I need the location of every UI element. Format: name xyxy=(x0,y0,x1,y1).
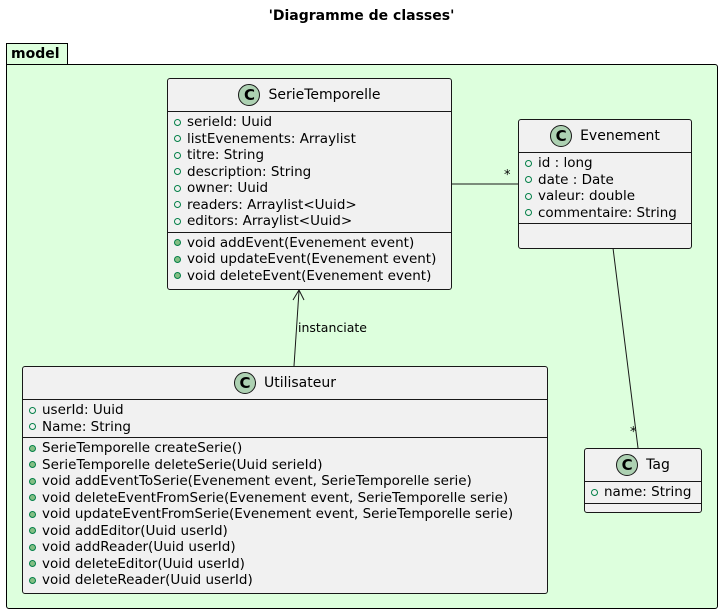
public-method-icon xyxy=(29,527,36,535)
method: void deleteEvent(Evenement event) xyxy=(174,268,451,285)
method: void addEditor(Uuid userId) xyxy=(29,523,547,540)
attributes-section: id : long date : Date valeur: double com… xyxy=(519,153,691,224)
public-attribute-icon xyxy=(174,135,181,143)
public-method-icon xyxy=(174,239,181,247)
public-method-icon xyxy=(29,560,36,568)
attribute: titre: String xyxy=(174,147,451,164)
methods-section: void addEvent(Evenement event) void upda… xyxy=(168,233,451,287)
attribute: listEvenements: Arraylist xyxy=(174,131,451,148)
class-serie-temporelle[interactable]: C SerieTemporelle serieId: Uuid listEven… xyxy=(167,78,452,290)
public-attribute-icon xyxy=(525,176,532,184)
public-method-icon xyxy=(174,255,181,263)
class-header: C Utilisateur xyxy=(23,367,547,400)
method: void deleteEditor(Uuid userId) xyxy=(29,556,547,573)
class-utilisateur[interactable]: C Utilisateur userId: Uuid Name: String … xyxy=(22,366,548,594)
class-header: C Evenement xyxy=(519,120,691,153)
public-attribute-icon xyxy=(29,423,36,431)
public-method-icon xyxy=(29,576,36,584)
class-header: C SerieTemporelle xyxy=(168,79,451,112)
class-name: Utilisateur xyxy=(263,375,336,391)
methods-section xyxy=(585,504,701,514)
method: void deleteReader(Uuid userId) xyxy=(29,572,547,589)
public-attribute-icon xyxy=(174,217,181,225)
method: void updateEventFromSerie(Evenement even… xyxy=(29,506,547,523)
method: SerieTemporelle deleteSerie(Uuid serieId… xyxy=(29,457,547,474)
class-evenement[interactable]: C Evenement id : long date : Date valeur… xyxy=(518,119,692,249)
public-attribute-icon xyxy=(174,118,181,126)
method: SerieTemporelle createSerie() xyxy=(29,440,547,457)
class-tag[interactable]: C Tag name: String xyxy=(584,448,702,513)
attributes-section: serieId: Uuid listEvenements: Arraylist … xyxy=(168,112,451,233)
public-attribute-icon xyxy=(591,488,598,496)
public-attribute-icon xyxy=(174,184,181,192)
association-utilisateur-serie xyxy=(293,290,300,367)
arrowhead-serie xyxy=(292,288,305,301)
attribute: Name: String xyxy=(29,419,547,436)
attributes-section: name: String xyxy=(585,482,701,504)
diagram-title: 'Diagramme de classes' xyxy=(268,8,455,24)
method: void addReader(Uuid userId) xyxy=(29,539,547,556)
method: void addEvent(Evenement event) xyxy=(174,235,451,252)
package-tab-model: model xyxy=(6,43,68,64)
public-method-icon xyxy=(29,494,36,502)
class-name: Evenement xyxy=(580,128,660,144)
public-method-icon xyxy=(29,477,36,485)
instanciate-label: instanciate xyxy=(298,320,367,335)
attribute: date : Date xyxy=(525,172,691,189)
methods-section xyxy=(519,224,691,248)
methods-section: SerieTemporelle createSerie() SerieTempo… xyxy=(23,438,547,591)
attribute: valeur: double xyxy=(525,188,691,205)
multiplicity-tag: * xyxy=(630,425,637,440)
attribute: userId: Uuid xyxy=(29,402,547,419)
public-attribute-icon xyxy=(174,151,181,159)
class-icon: C xyxy=(233,372,256,394)
class-icon: C xyxy=(238,84,261,106)
public-method-icon xyxy=(174,272,181,280)
method: void updateEvent(Evenement event) xyxy=(174,251,451,268)
attribute: editors: Arraylist<Uuid> xyxy=(174,213,451,230)
public-attribute-icon xyxy=(525,159,532,167)
attribute: readers: Arraylist<Uuid> xyxy=(174,197,451,214)
class-icon: C xyxy=(550,125,573,147)
association-evenement-tag xyxy=(612,247,639,449)
attributes-section: userId: Uuid Name: String xyxy=(23,400,547,438)
attribute: id : long xyxy=(525,155,691,172)
attribute: description: String xyxy=(174,164,451,181)
class-header: C Tag xyxy=(585,449,701,482)
public-attribute-icon xyxy=(29,406,36,414)
public-attribute-icon xyxy=(174,201,181,209)
public-method-icon xyxy=(29,444,36,452)
public-method-icon xyxy=(29,510,36,518)
public-attribute-icon xyxy=(525,192,532,200)
class-name: Tag xyxy=(646,457,670,473)
public-method-icon xyxy=(29,461,36,469)
attribute: name: String xyxy=(591,484,701,501)
method: void deleteEventFromSerie(Evenement even… xyxy=(29,490,547,507)
public-attribute-icon xyxy=(174,168,181,176)
public-attribute-icon xyxy=(525,209,532,217)
multiplicity-evenement: * xyxy=(504,168,511,183)
class-name: SerieTemporelle xyxy=(268,87,381,103)
class-icon: C xyxy=(616,454,639,476)
attribute: commentaire: String xyxy=(525,205,691,222)
attribute: serieId: Uuid xyxy=(174,114,451,131)
method: void addEventToSerie(Evenement event, Se… xyxy=(29,473,547,490)
attribute: owner: Uuid xyxy=(174,180,451,197)
public-method-icon xyxy=(29,543,36,551)
